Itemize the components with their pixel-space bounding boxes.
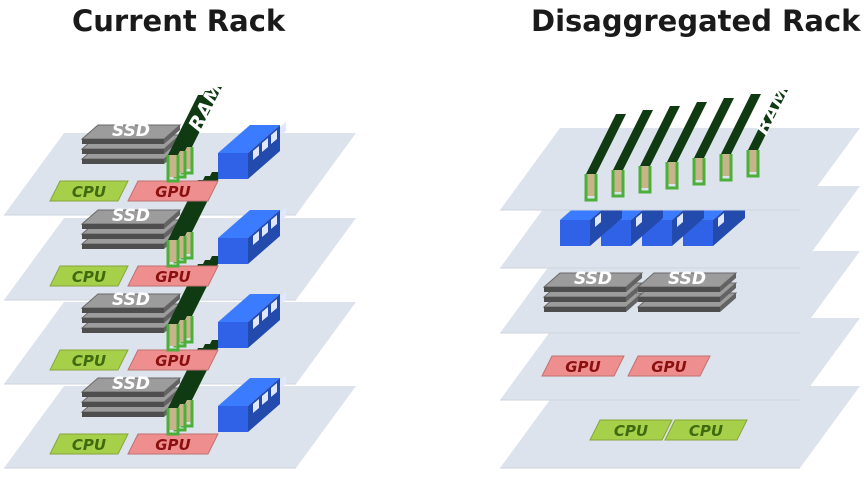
current-cpu-2: CPU bbox=[49, 265, 129, 287]
current-cpu-4: CPU bbox=[49, 433, 129, 455]
current-nic-3 bbox=[218, 291, 286, 348]
pool-cpu-1: CPU bbox=[589, 419, 673, 441]
current-gpu-4-label: GPU bbox=[155, 436, 191, 454]
current-cpu-4-label: CPU bbox=[72, 436, 106, 454]
current-gpu-2-label: GPU bbox=[155, 268, 191, 286]
pool-cpu-2-label: CPU bbox=[689, 422, 723, 440]
current-ssd-2: SSD bbox=[80, 206, 182, 249]
current-cpu-1-label: CPU bbox=[72, 183, 106, 201]
pool-gpu-1: GPU bbox=[541, 355, 625, 377]
pool-ssd-2: SSD bbox=[636, 269, 738, 312]
pool-ssd-1-label: SSD bbox=[574, 269, 612, 289]
current-ssd-4: SSD bbox=[80, 374, 182, 417]
current-cpu-3: CPU bbox=[49, 349, 129, 371]
current-nic-4 bbox=[218, 375, 286, 432]
current-ssd-4-label: SSD bbox=[112, 374, 150, 394]
current-gpu-1-label: GPU bbox=[155, 183, 191, 201]
pool-ram: RAM bbox=[584, 82, 794, 202]
current-ram-1-label: RAM bbox=[183, 79, 228, 135]
pool-gpu-2-label: GPU bbox=[651, 358, 687, 376]
current-nic-2 bbox=[218, 207, 286, 264]
disaggregated-rack-title: Disaggregated Rack bbox=[531, 4, 861, 38]
current-cpu-1: CPU bbox=[49, 180, 129, 202]
current-cpu-2-label: CPU bbox=[72, 268, 106, 286]
pool-cpu-1-label: CPU bbox=[614, 422, 648, 440]
current-rack-title: Current Rack bbox=[72, 4, 286, 38]
pool-gpu-2: GPU bbox=[627, 355, 711, 377]
current-gpu-2: GPU bbox=[127, 265, 219, 287]
current-gpu-4: GPU bbox=[127, 433, 219, 455]
current-gpu-1: GPU bbox=[127, 180, 219, 202]
current-cpu-3-label: CPU bbox=[72, 352, 106, 370]
current-gpu-3-label: GPU bbox=[155, 352, 191, 370]
current-ssd-1: SSD bbox=[80, 121, 182, 164]
pool-gpu-1-label: GPU bbox=[565, 358, 601, 376]
current-gpu-3: GPU bbox=[127, 349, 219, 371]
current-ssd-3-label: SSD bbox=[112, 290, 150, 310]
current-ssd-2-label: SSD bbox=[112, 206, 150, 226]
pool-ssd-1: SSD bbox=[542, 269, 644, 312]
current-ssd-1-label: SSD bbox=[112, 121, 150, 141]
current-ssd-3: SSD bbox=[80, 290, 182, 333]
pool-cpu-2: CPU bbox=[664, 419, 748, 441]
pool-ssd-2-label: SSD bbox=[668, 269, 706, 289]
current-nic-1 bbox=[218, 122, 286, 179]
